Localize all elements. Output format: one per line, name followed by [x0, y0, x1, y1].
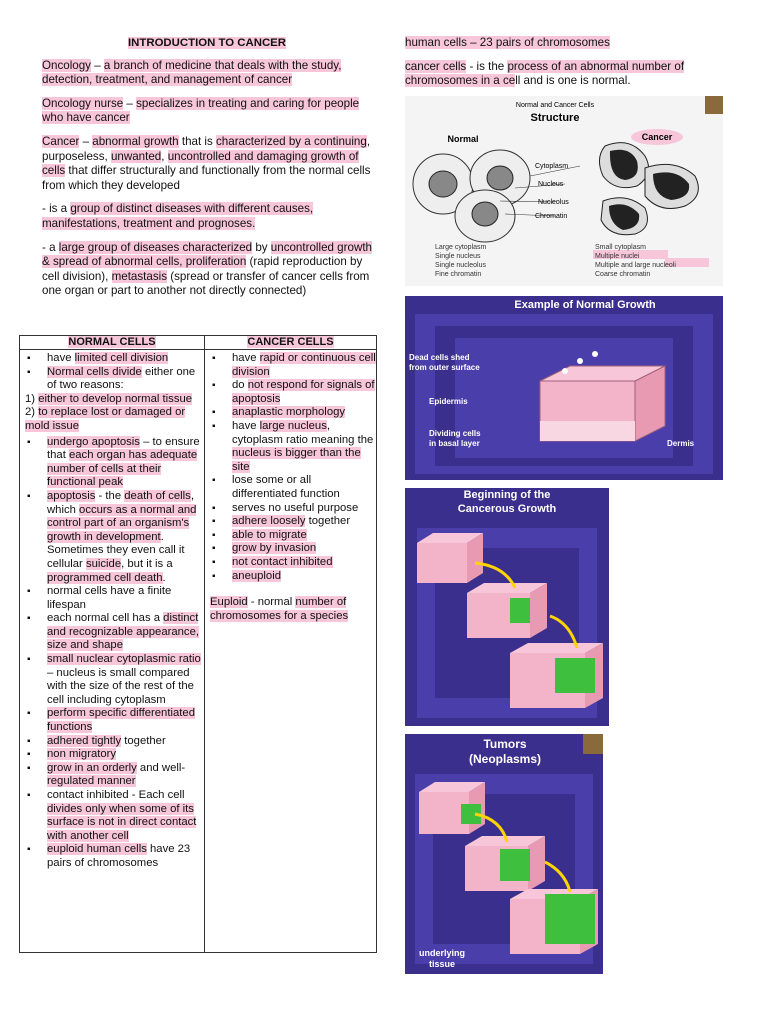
cancer-cells-header: CANCER CELLS: [205, 336, 376, 350]
normal-trait: Large cytoplasm: [435, 244, 487, 251]
figure-caption: Normal and Cancer Cells: [516, 102, 595, 109]
normal-growth-figure: Example of Normal Growth Dead cells shed…: [405, 296, 723, 480]
tumor-block-1: [419, 782, 485, 834]
cancer-group-definition: - is a group of distinct diseases with d…: [42, 202, 314, 230]
tissue-block-3: [510, 643, 603, 708]
list-item: adhere loosely together: [205, 515, 376, 529]
cancer-definition: Cancer – abnormal growth that is charact…: [42, 134, 371, 192]
chromatin-label: Chromatin: [535, 213, 567, 220]
list-item: each normal cell has a distinct and reco…: [20, 612, 204, 653]
oncology-definition: Oncology – a branch of medicine that dea…: [42, 58, 342, 87]
cancer-label: Cancer: [642, 132, 673, 142]
reason-2: 2) to replace lost or damaged or mold is…: [25, 406, 186, 432]
cancer-trait: Small cytoplasm: [595, 244, 646, 251]
list-item: grow by invasion: [205, 542, 376, 556]
human-cells-note: human cells – 23 pairs of chromosomes: [405, 36, 610, 49]
normal-cells-list: have limited cell division Normal cells …: [20, 352, 204, 393]
list-item: serves no useful purpose: [205, 502, 376, 516]
cancer-cells-column: CANCER CELLS have rapid or continuous ce…: [205, 336, 376, 952]
list-item: not contact inhibited: [205, 555, 376, 570]
page-title: INTRODUCTION TO CANCER: [128, 37, 286, 49]
list-item: perform specific differentiated function…: [20, 707, 204, 734]
list-item: small nuclear cytoplasmic ratio – nucleu…: [20, 653, 204, 707]
normal-label: Normal: [447, 134, 478, 144]
intro-section: INTRODUCTION TO CANCER Oncology – a bran…: [42, 36, 372, 308]
list-item: have large nucleus, cytoplasm ratio mean…: [205, 419, 376, 474]
list-item: adhered tightly together: [20, 734, 204, 749]
nucleolus-label: Nucleolus: [538, 199, 569, 206]
cell-structure-diagram: Normal and Cancer Cells Structure Normal…: [405, 96, 723, 286]
normal-growth-diagram: Example of Normal Growth Dead cells shed…: [405, 296, 723, 480]
list-item: apoptosis - the death of cells, which oc…: [20, 489, 204, 585]
oncology-nurse-definition: Oncology nurse – specializes in treating…: [42, 96, 360, 125]
normal-cells-list-2: undergo apoptosis – to ensure that each …: [20, 435, 204, 871]
cytoplasm-label: Cytoplasm: [535, 163, 568, 170]
tissue-block-1: [417, 533, 483, 583]
list-item: contact inhibited - Each cell divides on…: [20, 789, 204, 843]
list-item: lose some or all differentiated function: [205, 474, 376, 501]
cell-structure-figure: Normal and Cancer Cells Structure Normal…: [405, 96, 723, 286]
figure-title: Tumors(Neoplasms): [469, 737, 541, 766]
list-item: anaplastic morphology: [205, 406, 376, 420]
normal-trait: Single nucleus: [435, 253, 481, 260]
figure-title: Structure: [531, 112, 580, 124]
normal-cells-column: NORMAL CELLS have limited cell division …: [20, 336, 205, 952]
normal-cells-header: NORMAL CELLS: [20, 336, 204, 350]
list-item: euploid human cells have 23 pairs of chr…: [20, 843, 204, 870]
list-item: Normal cells divide either one of two re…: [20, 365, 204, 393]
list-item: non migratory: [20, 748, 204, 762]
cancer-cells-list: have rapid or continuous cell division d…: [205, 352, 376, 583]
chromosome-notes: human cells – 23 pairs of chromosomes ca…: [405, 36, 735, 98]
nucleus-label: Nucleus: [538, 181, 564, 188]
dermis-label: Dermis: [667, 439, 695, 448]
cancer-trait: Multiple and large nucleoli: [595, 262, 676, 269]
list-item: do not respond for signals of apoptosis: [205, 379, 376, 406]
figure-title: Example of Normal Growth: [514, 299, 655, 311]
list-item: able to migrate: [205, 528, 376, 543]
tissue-block-2: [467, 583, 547, 638]
cancer-trait: Coarse chromatin: [595, 271, 650, 278]
normal-trait: Fine chromatin: [435, 271, 481, 278]
cancer-trait: Multiple nuclei: [595, 253, 640, 260]
tumor-block-3: [510, 889, 598, 954]
euploid-note: Euploid - normal number of chromosomes f…: [210, 596, 349, 622]
list-item: normal cells have a finite lifespan: [20, 585, 204, 612]
cancer-cells-note: cancer cells - is the process of an abno…: [405, 59, 685, 88]
normal-trait: Single nucleolus: [435, 262, 486, 269]
list-item: have rapid or continuous cell division: [205, 352, 376, 379]
list-item: have limited cell division: [20, 352, 204, 366]
reason-1: 1) either to develop normal tissue: [25, 392, 193, 405]
list-item: aneuploid: [205, 569, 376, 584]
comparison-table: NORMAL CELLS have limited cell division …: [19, 335, 377, 953]
list-item: undergo apoptosis – to ensure that each …: [20, 435, 204, 490]
cancer-large-group-definition: - a large group of diseases characterize…: [42, 240, 372, 298]
list-item: grow in an orderly and well-regulated ma…: [20, 761, 204, 789]
tumor-block-2: [465, 836, 545, 891]
epidermis-label: Epidermis: [429, 397, 468, 406]
